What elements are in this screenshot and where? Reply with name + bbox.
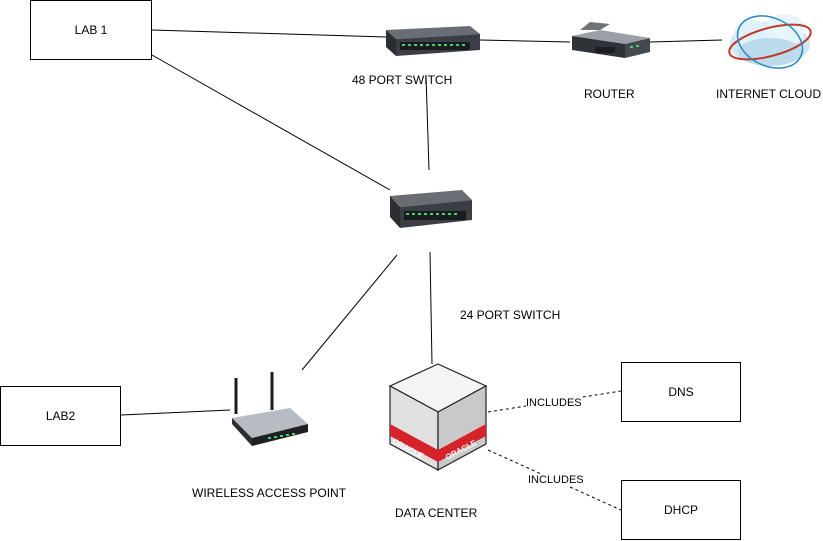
switch-24-port-icon — [390, 190, 472, 228]
router-label: ROUTER — [584, 87, 635, 101]
includes-dhcp-label: INCLUDES — [528, 474, 584, 486]
lab1-label: LAB 1 — [74, 23, 108, 37]
switch-48-port-label: 48 PORT SWITCH — [352, 73, 453, 87]
link-lab1-switch24 — [151, 54, 391, 191]
internet-cloud-label: INTERNET CLOUD — [716, 87, 822, 101]
switch-48-port-icon — [386, 26, 480, 56]
link-switch24-datacenter — [429, 251, 433, 365]
link-switch48-switch24 — [425, 74, 430, 171]
lab2-label: LAB2 — [45, 409, 76, 423]
lab2-node[interactable]: LAB2 — [0, 386, 121, 446]
dhcp-label: DHCP — [663, 503, 698, 517]
dns-label: DNS — [668, 385, 694, 399]
dns-node[interactable]: DNS — [621, 362, 741, 422]
data-center-label: DATA CENTER — [395, 506, 478, 520]
wireless-access-point-icon — [232, 372, 308, 446]
switch-24-port-label: 24 PORT SWITCH — [460, 308, 561, 322]
link-lab1-switch48 — [151, 29, 387, 38]
link-router-cloud — [649, 39, 723, 43]
lab1-node[interactable]: LAB 1 — [30, 0, 152, 60]
link-switch24-wap — [301, 254, 398, 371]
router-icon — [572, 22, 650, 58]
wireless-access-point-label: WIRELESS ACCESS POINT — [192, 486, 347, 500]
internet-cloud-icon — [728, 14, 812, 69]
data-center-icon — [388, 363, 488, 472]
includes-dns-label: INCLUDES — [526, 397, 582, 409]
link-switch48-router — [479, 39, 571, 43]
link-lab2-wap — [120, 409, 231, 416]
dhcp-node[interactable]: DHCP — [621, 480, 741, 540]
